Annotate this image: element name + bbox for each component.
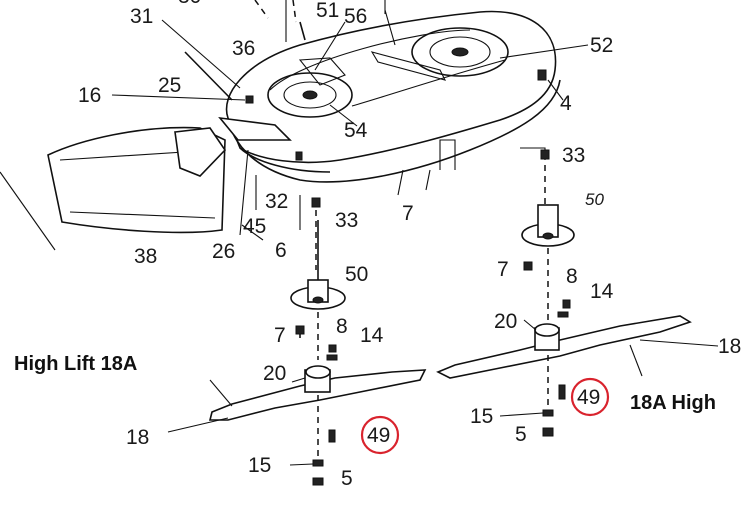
callout-4: 4 — [560, 92, 572, 115]
callout-5-right: 5 — [515, 423, 527, 446]
callout-7-right: 7 — [497, 258, 509, 281]
callout-20-left: 20 — [263, 362, 286, 385]
caption-right-blade: 18A High — [630, 392, 716, 414]
callout-36: 36 — [232, 37, 255, 60]
callout-45: 45 — [243, 215, 266, 238]
callout-26: 26 — [212, 240, 235, 263]
callout-18-right: 18 — [718, 335, 741, 358]
callout-labels: 31 30 51 56 36 25 16 52 4 54 33 33 7 32 … — [78, 0, 741, 490]
callout-14-right: 14 — [590, 280, 614, 303]
callout-8-right: 8 — [566, 265, 578, 288]
caption-left-blade: High Lift 18A — [14, 353, 137, 375]
callout-30: 30 — [178, 0, 201, 8]
callout-50-right: 50 — [585, 190, 604, 209]
callout-33-right: 33 — [562, 144, 585, 167]
hardware-leaders — [184, 0, 550, 270]
discharge-chute — [0, 126, 227, 251]
callout-25: 25 — [158, 74, 181, 97]
callout-32: 32 — [265, 190, 288, 213]
highlight-49-left: 49 — [360, 415, 400, 455]
callout-54: 54 — [344, 119, 368, 142]
callout-5-left: 5 — [341, 467, 353, 490]
callout-7-left: 7 — [274, 324, 286, 347]
leader-lines — [111, 19, 719, 466]
callout-6: 6 — [275, 239, 287, 262]
callout-16: 16 — [78, 84, 101, 107]
callout-18-left: 18 — [126, 426, 149, 449]
left-spindle-assembly — [208, 220, 427, 486]
callout-49-right: 49 — [577, 386, 600, 409]
callout-33-center: 33 — [335, 209, 358, 232]
highlight-49-right: 49 — [570, 377, 610, 417]
callout-49-left: 49 — [367, 424, 390, 447]
callout-52: 52 — [590, 34, 613, 57]
callout-31: 31 — [130, 5, 153, 28]
callout-15-right: 15 — [470, 405, 493, 428]
callout-56: 56 — [344, 5, 367, 28]
callout-38: 38 — [134, 245, 157, 268]
callout-20-right: 20 — [494, 310, 517, 333]
right-spindle-assembly — [436, 204, 692, 437]
callout-51: 51 — [316, 0, 339, 22]
callout-50-left: 50 — [345, 263, 368, 286]
callout-15-left: 15 — [248, 454, 271, 477]
callout-8-left: 8 — [336, 315, 348, 338]
callout-7-top: 7 — [402, 202, 414, 225]
callout-14-left: 14 — [360, 324, 384, 347]
